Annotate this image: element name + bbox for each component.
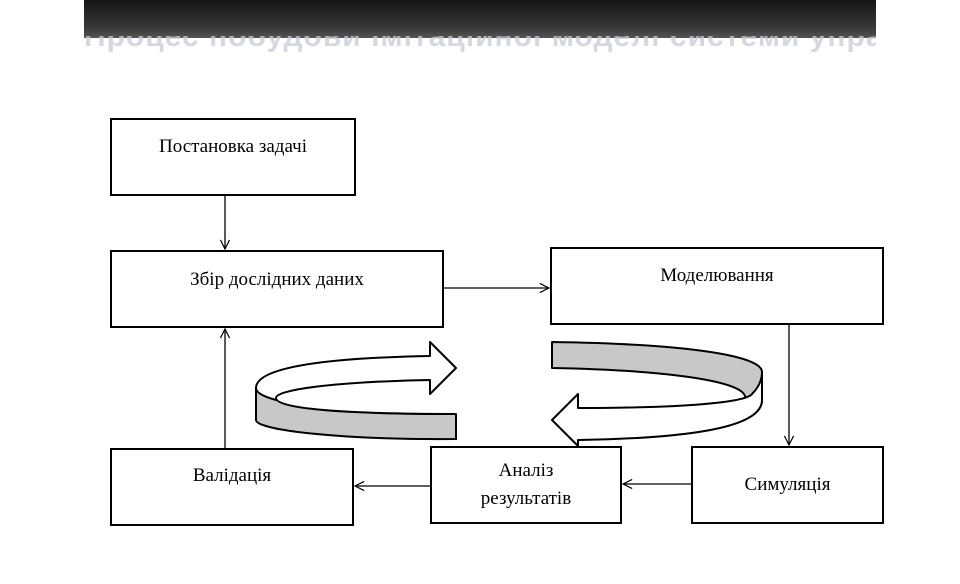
node-results-analysis-label-line1: Аналіз bbox=[498, 460, 554, 481]
node-data-collection: Збір дослідних даних bbox=[110, 250, 444, 328]
cycle-arrow-left bbox=[255, 341, 457, 441]
node-problem-statement-label: Постановка задачі bbox=[159, 136, 307, 157]
slide-title-reflection: Процес побудови імітаційної моделі систе… bbox=[84, 36, 876, 54]
node-validation: Валідація bbox=[110, 448, 354, 526]
node-simulation-label: Симуляція bbox=[744, 474, 831, 495]
node-simulation: Симуляція bbox=[691, 446, 884, 524]
cycle-arrow-right bbox=[551, 341, 763, 447]
node-modeling-label: Моделювання bbox=[660, 265, 774, 286]
node-problem-statement: Постановка задачі bbox=[110, 118, 356, 196]
slide-title: Процес побудови імітаційної моделі систе… bbox=[84, 36, 876, 53]
node-validation-label: Валідація bbox=[192, 465, 272, 486]
node-results-analysis-label-line2: результатів bbox=[480, 488, 572, 509]
node-modeling: Моделювання bbox=[550, 247, 884, 325]
node-data-collection-label: Збір дослідних даних bbox=[190, 269, 364, 290]
slide-title-bar bbox=[84, 0, 876, 38]
node-results-analysis: Аналіз результатів bbox=[430, 446, 622, 524]
